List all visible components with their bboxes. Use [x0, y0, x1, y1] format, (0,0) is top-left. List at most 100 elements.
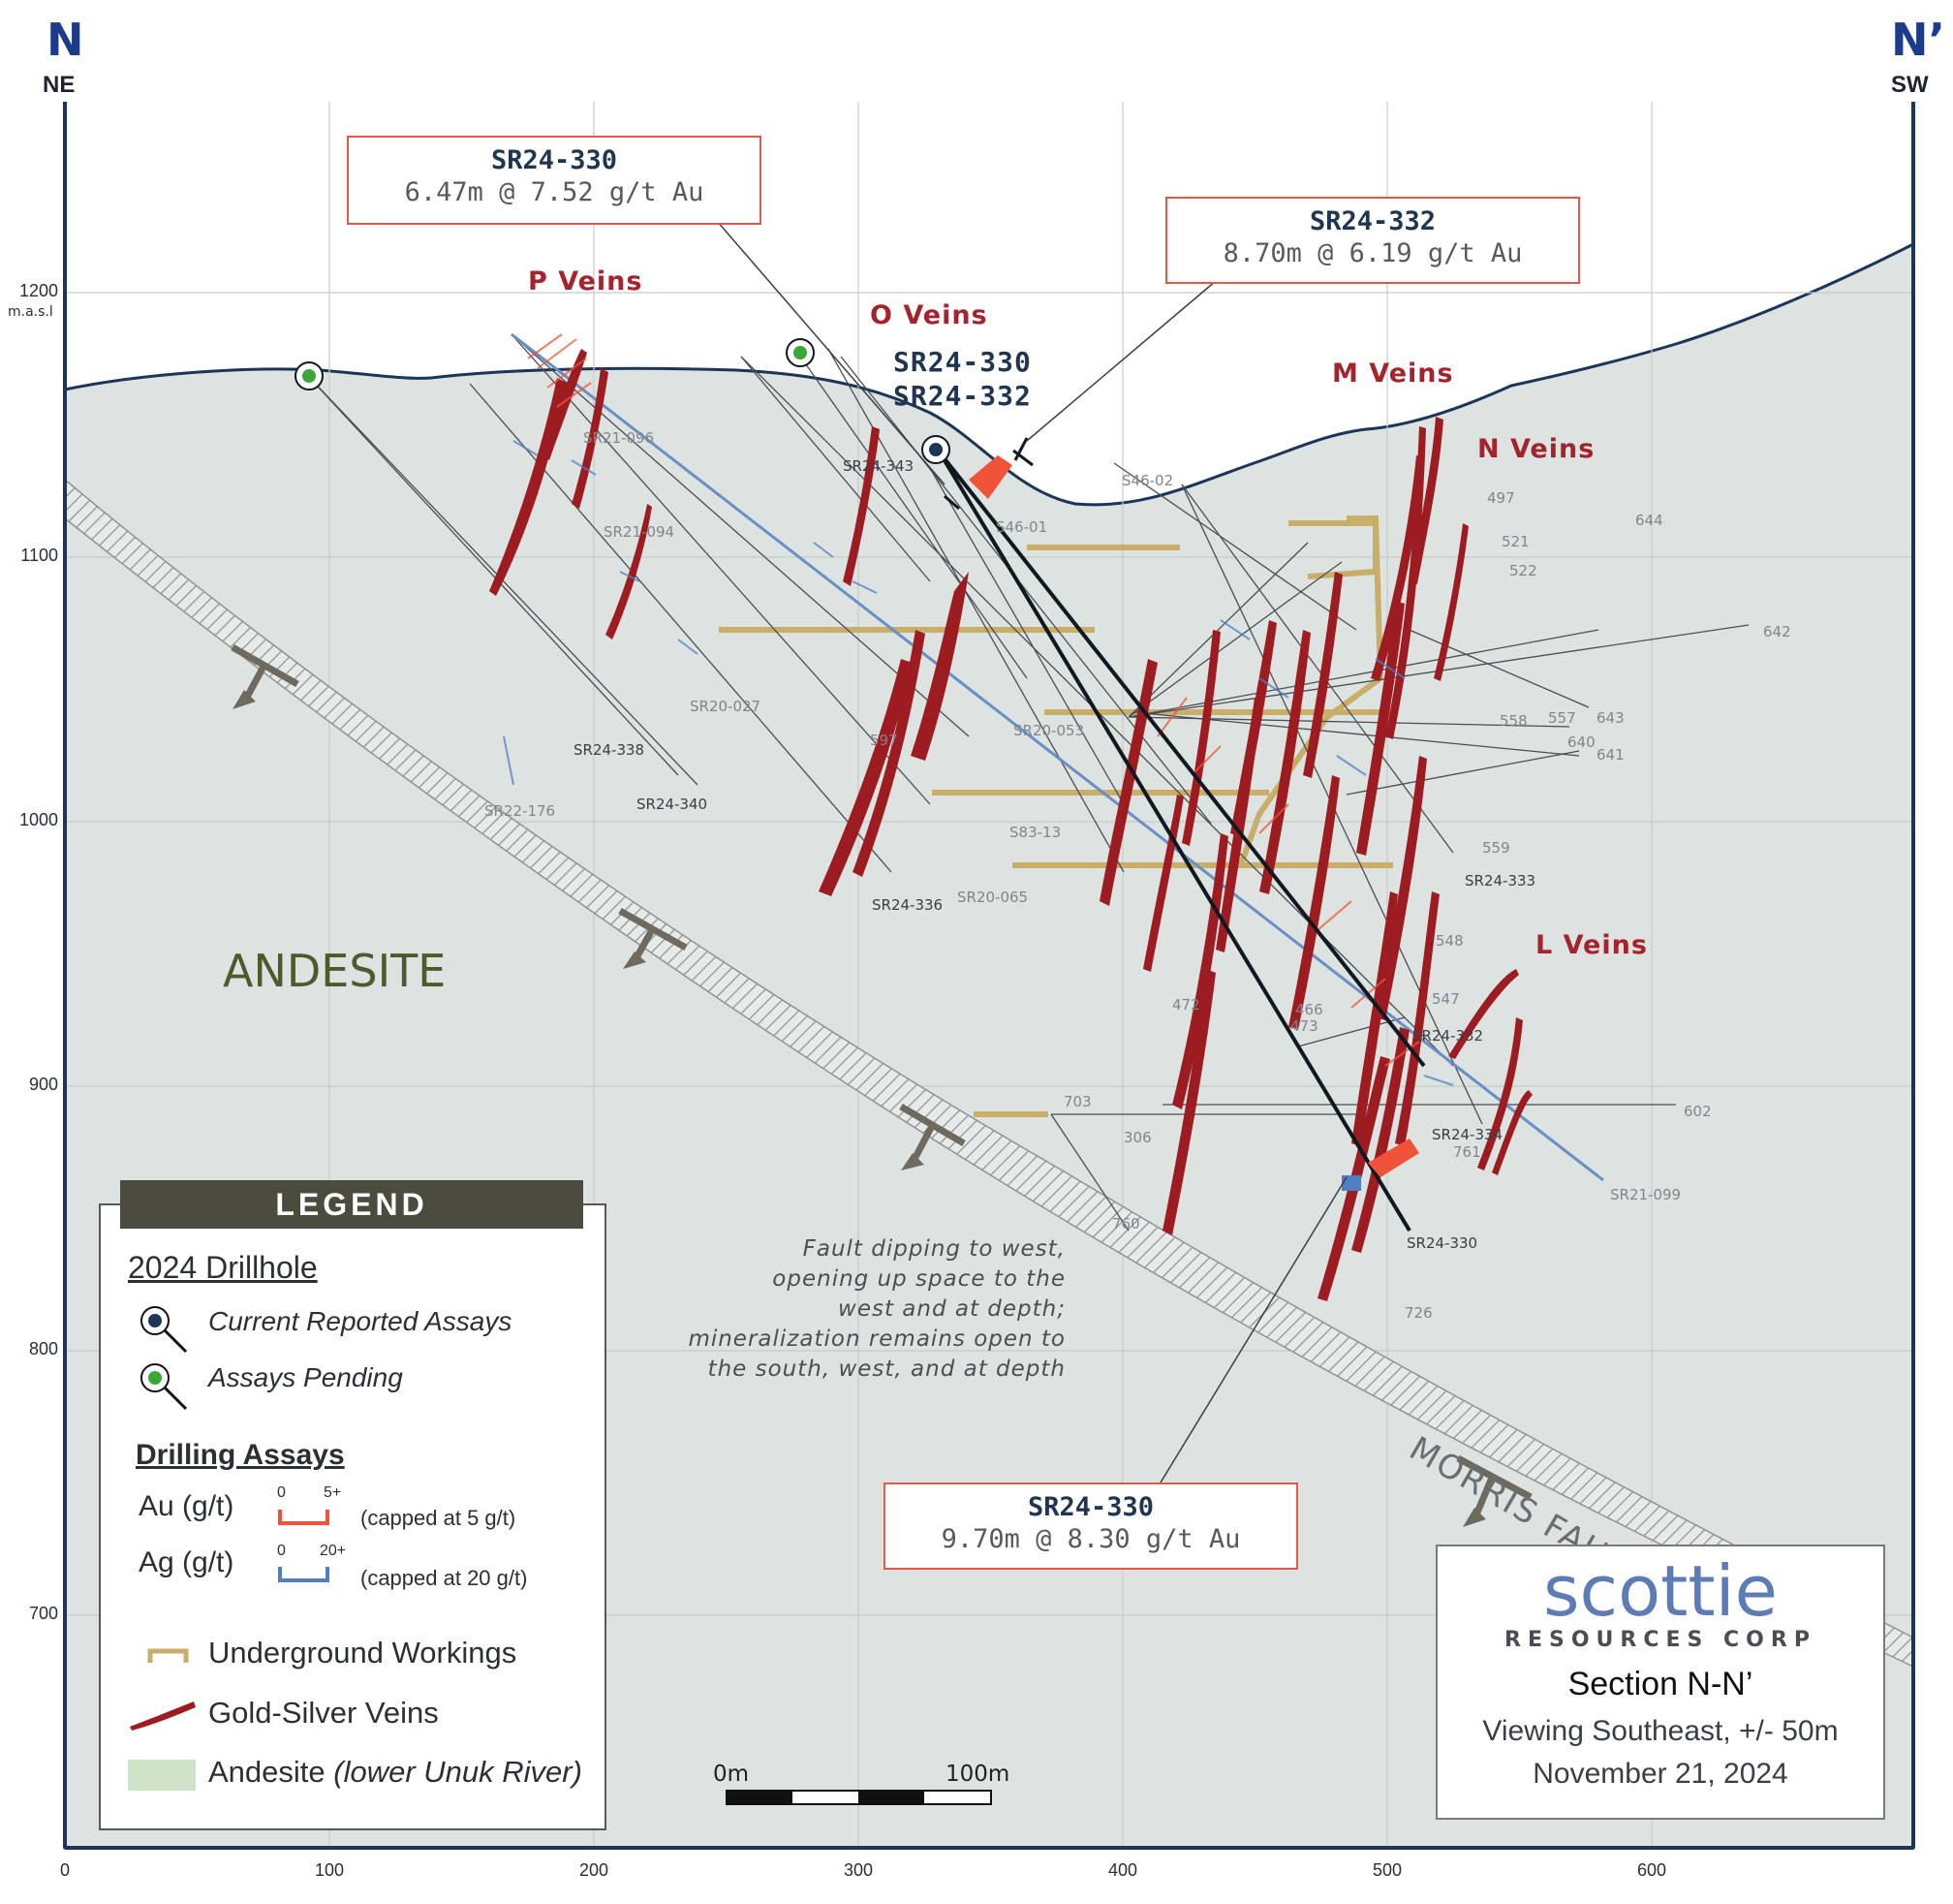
scale-bar-right: 100m: [946, 1762, 1010, 1787]
legend-ag-cap: (capped at 20 g/t): [360, 1566, 528, 1590]
hole-label: 703: [1064, 1093, 1092, 1110]
fault-note-line: Fault dipping to west,: [802, 1236, 1066, 1262]
hole-label: S46-02: [1122, 472, 1174, 489]
legend-ag: Ag (g/t): [139, 1546, 234, 1578]
hole-label: SR24-343: [843, 457, 914, 475]
hole-label: 644: [1635, 512, 1663, 529]
hole-label: 643: [1596, 709, 1625, 727]
collar-current: [921, 435, 950, 464]
hole-label: 306: [1124, 1129, 1152, 1146]
hole-label: 473: [1290, 1017, 1318, 1035]
hole-label: 497: [1487, 489, 1515, 507]
legend-section-assays: Drilling Assays: [136, 1439, 345, 1471]
gold-assay-ticks: [527, 333, 1420, 1067]
section-title: Section N-N’: [1567, 1666, 1753, 1702]
legend-title: LEGEND: [120, 1180, 583, 1229]
legend-andesite: Andesite (lower Unuk River): [208, 1755, 582, 1790]
callout-interval: 9.70m @ 8.30 g/t Au: [941, 1524, 1241, 1554]
hole-label: 472: [1172, 996, 1200, 1014]
p-veins-label: P Veins: [528, 266, 643, 297]
callout-hole: SR24-332: [1309, 206, 1437, 236]
callout-hole: SR24-330: [1027, 1492, 1155, 1522]
highlight-holes: [938, 451, 1426, 1233]
fault-note-line: the south, west, and at depth: [707, 1357, 1066, 1382]
scale-bar: [726, 1790, 992, 1805]
section-start-direction: NE: [43, 72, 76, 98]
section-end-direction: SW: [1891, 72, 1929, 98]
n-veins-label: N Veins: [1477, 434, 1596, 464]
section-start-letter: N: [46, 14, 84, 66]
hole-label: 761: [1453, 1143, 1481, 1161]
hole-label: 559: [1482, 839, 1510, 857]
y-axis-unit: m.a.s.l: [8, 304, 53, 320]
hole-label: SR24-333: [1465, 872, 1536, 890]
hole-label: 640: [1567, 734, 1596, 751]
hole-label: S46-01: [996, 518, 1048, 536]
hole-label: SR24-336: [872, 896, 944, 914]
legend-assays-pending: Assays Pending: [208, 1362, 403, 1392]
y-tick-900: 900: [28, 1075, 58, 1094]
y-tick-700: 700: [28, 1604, 58, 1623]
hole-label: 760: [1112, 1215, 1140, 1233]
viewing-direction: Viewing Southeast, +/- 50m: [1482, 1715, 1839, 1747]
fault-note: Fault dipping to west, opening up space …: [668, 1234, 1066, 1385]
hole-label: 557: [1548, 709, 1576, 727]
legend-workings: Underground Workings: [208, 1636, 517, 1670]
hole-label: 642: [1763, 623, 1791, 640]
gold-silver-veins: [489, 349, 1533, 1301]
callout-hole: SR24-330: [490, 145, 618, 175]
current-assay-icon: [140, 1306, 188, 1354]
drillhole-traces: [305, 333, 1750, 1232]
callout-interval: 6.47m @ 7.52 g/t Au: [404, 177, 704, 207]
l-veins-label: L Veins: [1535, 930, 1648, 960]
hole-label: SR21-099: [1610, 1186, 1682, 1203]
hole-label: 726: [1405, 1304, 1433, 1322]
title-block: scottie RESOURCES CORP Section N-N’ View…: [1436, 1545, 1885, 1820]
y-tick-1200: 1200: [18, 281, 58, 300]
y-tick-1100: 1100: [20, 546, 58, 565]
fault-note-line: west and at depth;: [838, 1296, 1066, 1322]
silver-assay-ticks: [503, 440, 1454, 1086]
legend-andesite-note: (lower Unuk River): [333, 1755, 582, 1789]
legend-andesite-name: Andesite: [208, 1755, 326, 1789]
hole-label: 548: [1436, 932, 1464, 950]
hole-label: SR20-053: [1013, 722, 1085, 739]
callout-sr24-332: SR24-332 8.70m @ 6.19 g/t Au: [1165, 197, 1580, 284]
y-tick-800: 800: [28, 1339, 58, 1358]
o-veins-label: O Veins: [870, 300, 988, 330]
x-tick-100: 100: [314, 1860, 345, 1880]
hole-label: 466: [1295, 1001, 1323, 1018]
hole-label: SR24-330: [1407, 1234, 1478, 1252]
hole-label: SR22-176: [484, 802, 556, 820]
legend-au-max: 5+: [324, 1484, 342, 1501]
fault-note-line: opening up space to the: [772, 1266, 1066, 1292]
brand-logo-name: scottie: [1543, 1550, 1778, 1632]
legend-ag-min: 0: [277, 1543, 286, 1559]
hole-label: SR24-334: [1432, 1126, 1504, 1143]
hole-label: SR20-065: [957, 889, 1029, 906]
collar-hole-label-2: SR24-332: [893, 380, 1032, 412]
section-date: November 21, 2024: [1533, 1758, 1788, 1790]
frame-border: [63, 102, 1915, 1850]
legend-au-min: 0: [277, 1484, 286, 1501]
hole-label: 597: [870, 732, 898, 749]
x-tick-200: 200: [578, 1860, 609, 1880]
m-veins-label: M Veins: [1332, 359, 1454, 389]
au-scale-icon: [278, 1510, 329, 1525]
collar-pending-2: [786, 338, 815, 367]
hole-label: 558: [1500, 712, 1528, 730]
callout-leaders: [716, 220, 1348, 1488]
hole-label: SR20-027: [690, 698, 761, 715]
x-tick-500: 500: [1372, 1860, 1403, 1880]
hole-label: 547: [1432, 990, 1460, 1008]
hole-label: 602: [1684, 1103, 1712, 1120]
legend-au-cap: (capped at 5 g/t): [360, 1506, 516, 1530]
hole-label: 641: [1596, 746, 1625, 764]
callout-interval: 8.70m @ 6.19 g/t Au: [1223, 238, 1523, 268]
legend-section-drillhole: 2024 Drillhole: [128, 1250, 318, 1285]
hole-label: 522: [1509, 562, 1537, 579]
underground-workings: [719, 515, 1395, 1117]
fault-arrowheads: [232, 690, 1486, 1527]
y-tick-1000: 1000: [18, 810, 58, 829]
workings-swatch-icon: [147, 1648, 189, 1663]
